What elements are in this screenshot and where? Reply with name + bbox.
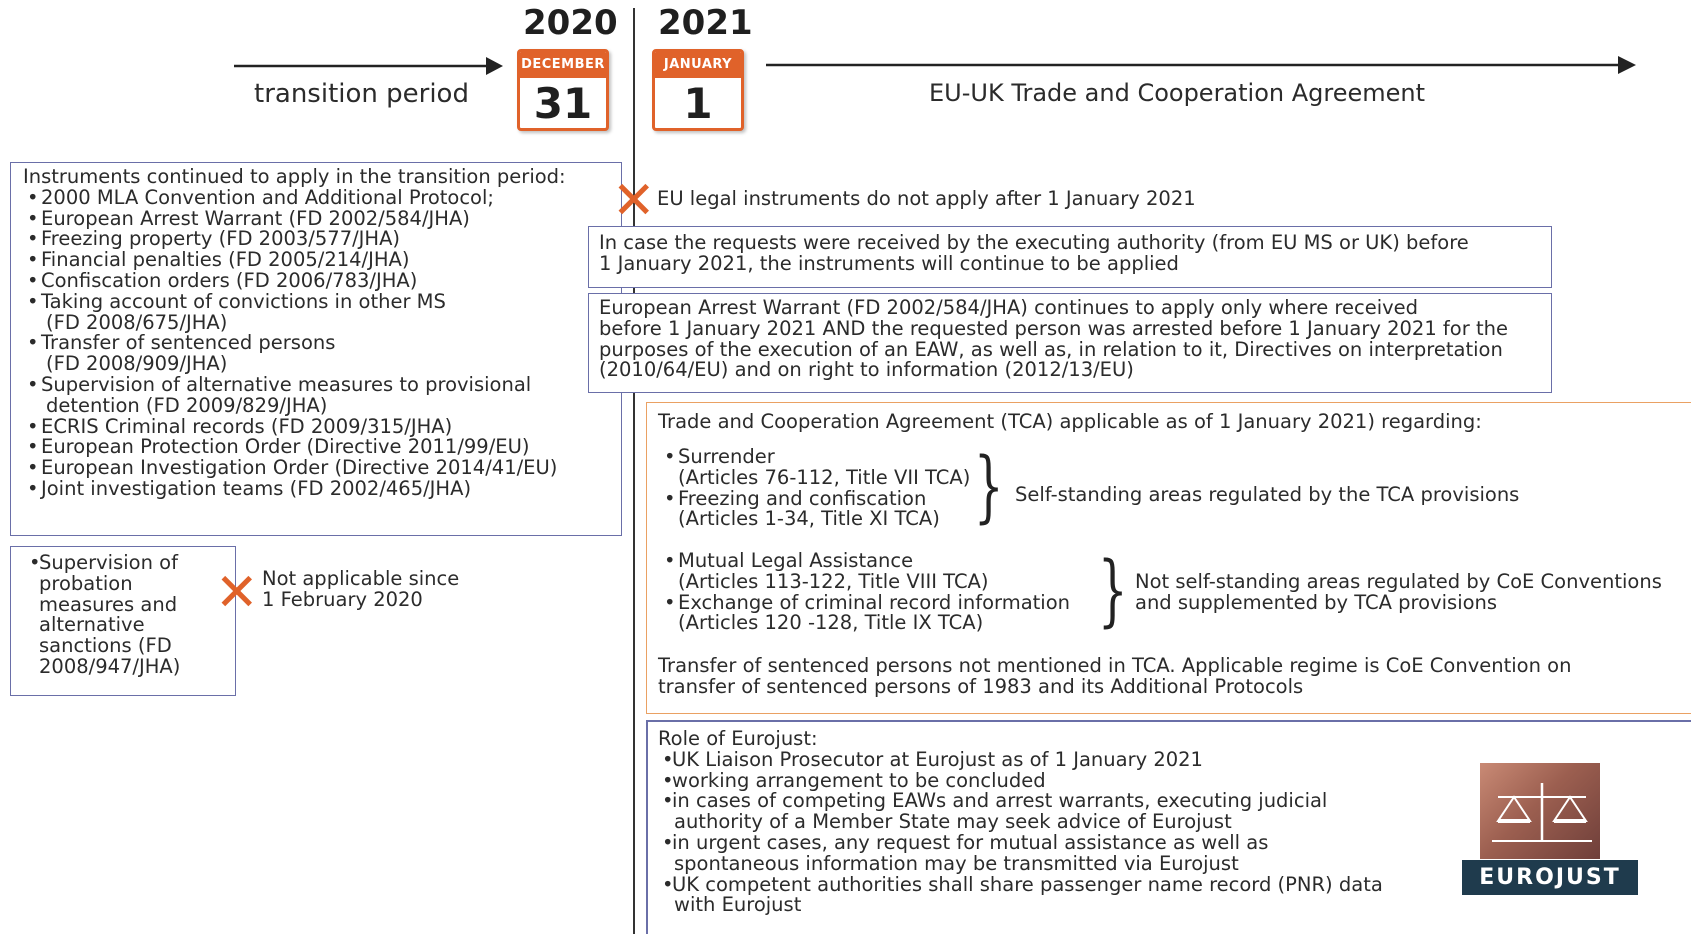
list-item: in cases of competing EAWs and arrest wa… xyxy=(658,790,1383,833)
cross-icon: ✕ xyxy=(215,563,259,623)
eu-not-apply-text: EU legal instruments do not apply after … xyxy=(657,187,1196,210)
calendar-january-1: JANUARY 1 xyxy=(652,49,744,131)
cross-icon: ✕ xyxy=(612,171,656,231)
list-item: Freezing property (FD 2003/577/JHA) xyxy=(23,228,621,250)
tca-heading: Trade and Cooperation Agreement (TCA) ap… xyxy=(658,410,1482,433)
list-item: Surrender(Articles 76-112, Title VII TCA… xyxy=(660,446,970,489)
list-item: European Protection Order (Directive 201… xyxy=(23,436,621,458)
list-item: Financial penalties (FD 2005/214/JHA) xyxy=(23,249,621,271)
list-item: ECRIS Criminal records (FD 2009/315/JHA) xyxy=(23,416,621,438)
brace-icon: } xyxy=(1097,546,1128,636)
list-item: Exchange of criminal record information(… xyxy=(660,592,1070,635)
probation-box: Supervision of probation measures and al… xyxy=(10,546,236,696)
list-item: working arrangement to be concluded xyxy=(658,770,1383,792)
tca-group2-label: Not self-standing areas regulated by CoE… xyxy=(1135,570,1662,614)
transition-box-heading: Instruments continued to apply in the tr… xyxy=(23,165,566,188)
eaw-box: European Arrest Warrant (FD 2002/584/JHA… xyxy=(588,293,1552,393)
list-item: Supervision of alternative measures to p… xyxy=(23,374,621,417)
not-applicable-note: Not applicable since 1 February 2020 xyxy=(262,567,460,611)
list-item: European Investigation Order (Directive … xyxy=(23,457,621,479)
list-item: Confiscation orders (FD 2006/783/JHA) xyxy=(23,270,621,292)
tca-box xyxy=(646,402,1691,714)
list-item: Freezing and confiscation(Articles 1-34,… xyxy=(660,488,970,531)
transition-period-label: transition period xyxy=(254,79,469,109)
list-item: UK Liaison Prosecutor at Eurojust as of … xyxy=(658,749,1383,771)
list-item: Transfer of sentenced persons(FD 2008/90… xyxy=(23,332,621,375)
brace-icon: } xyxy=(973,442,1004,532)
calendar-month: JANUARY xyxy=(655,52,741,78)
logo-text: EUROJUST xyxy=(1462,860,1638,895)
year-2021: 2021 xyxy=(658,3,753,43)
list-item: 2000 MLA Convention and Additional Proto… xyxy=(23,187,621,209)
eurojust-logo: EUROJUST xyxy=(1462,763,1638,895)
tca-group1-label: Self-standing areas regulated by the TCA… xyxy=(1015,483,1520,506)
list-item: in urgent cases, any request for mutual … xyxy=(658,832,1383,875)
list-item: Mutual Legal Assistance(Articles 113-122… xyxy=(660,550,1070,593)
eurojust-heading: Role of Eurojust: xyxy=(658,727,818,750)
requests-box: In case the requests were received by th… xyxy=(588,226,1552,288)
tca-label: EU-UK Trade and Cooperation Agreement xyxy=(929,79,1426,107)
probation-item: Supervision of probation measures and al… xyxy=(25,552,235,678)
calendar-day: 1 xyxy=(683,79,713,128)
tca-group-not-self-standing: Mutual Legal Assistance(Articles 113-122… xyxy=(660,550,1070,635)
transition-arrow xyxy=(234,57,503,75)
list-item: Taking account of convictions in other M… xyxy=(23,291,621,334)
scales-icon xyxy=(1492,783,1592,842)
calendar-day: 31 xyxy=(533,79,593,128)
list-item: Joint investigation teams (FD 2002/465/J… xyxy=(23,478,621,500)
tca-group-self-standing: Surrender(Articles 76-112, Title VII TCA… xyxy=(660,446,970,531)
eurojust-role-list: Role of Eurojust: UK Liaison Prosecutor … xyxy=(658,727,1383,917)
year-2020: 2020 xyxy=(523,3,618,43)
list-item: European Arrest Warrant (FD 2002/584/JHA… xyxy=(23,208,621,230)
list-item: UK competent authorities shall share pas… xyxy=(658,874,1383,917)
calendar-december-31: DECEMBER 31 xyxy=(517,49,609,131)
transition-instruments-box: Instruments continued to apply in the tr… xyxy=(10,162,622,536)
tca-arrow xyxy=(766,56,1636,74)
timeline-divider xyxy=(633,8,635,934)
eurojust-box xyxy=(646,720,1691,934)
calendar-month: DECEMBER xyxy=(520,52,606,78)
tca-footer: Transfer of sentenced persons not mentio… xyxy=(658,654,1572,698)
